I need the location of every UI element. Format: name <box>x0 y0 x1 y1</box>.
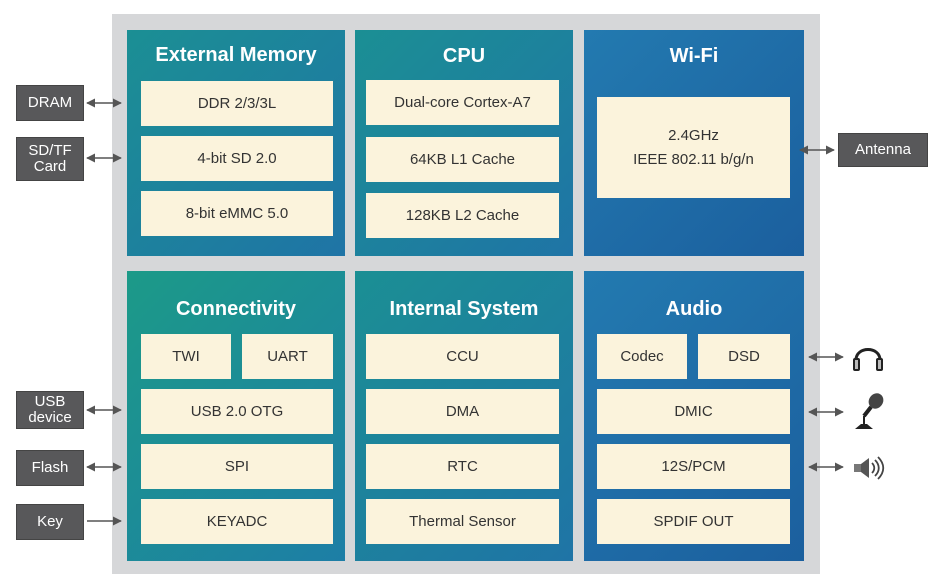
cell-wifi: 2.4GHz IEEE 802.11 b/g/n <box>597 97 790 198</box>
cell-ddr: DDR 2/3/3L <box>141 81 333 126</box>
headphones-icon <box>853 348 883 371</box>
block-connectivity: Connectivity TWI UART USB 2.0 OTG SPI KE… <box>127 271 345 561</box>
block-title: Internal System <box>389 298 539 320</box>
microphone-icon <box>855 393 884 429</box>
cell-sd: 4-bit SD 2.0 <box>141 136 333 181</box>
block-cpu: CPU Dual-core Cortex-A7 64KB L1 Cache 12… <box>355 30 573 256</box>
cell-dmic: DMIC <box>597 389 790 434</box>
block-wifi: Wi-Fi 2.4GHz IEEE 802.11 b/g/n <box>584 30 804 256</box>
block-title: External Memory <box>155 44 317 66</box>
ext-dram: DRAM <box>16 85 84 121</box>
cell-l1: 64KB L1 Cache <box>366 137 559 182</box>
block-audio: Audio Codec DSD DMIC 12S/PCM SPDIF OUT <box>584 271 804 561</box>
cell-dsd: DSD <box>698 334 790 379</box>
cell-dma: DMA <box>366 389 559 434</box>
ext-sdtf-line1: SD/TF <box>28 142 72 159</box>
cell-thermal: Thermal Sensor <box>366 499 559 544</box>
cell-cortex: Dual-core Cortex-A7 <box>366 80 559 125</box>
cell-ccu: CCU <box>366 334 559 379</box>
cell-l2: 128KB L2 Cache <box>366 193 559 238</box>
ext-antenna: Antenna <box>838 133 928 167</box>
speaker-icon <box>854 456 885 480</box>
wifi-freq: 2.4GHz <box>668 126 719 144</box>
block-title: CPU <box>442 45 486 67</box>
cell-i2s-pcm: 12S/PCM <box>597 444 790 489</box>
ext-sdtf-line2: Card <box>33 158 67 175</box>
ext-usb-line1: USB <box>34 393 66 410</box>
ext-flash: Flash <box>16 450 84 486</box>
cell-twi: TWI <box>141 334 231 379</box>
block-title: Wi-Fi <box>669 45 719 67</box>
cell-usb-otg: USB 2.0 OTG <box>141 389 333 434</box>
cell-codec: Codec <box>597 334 687 379</box>
cell-rtc: RTC <box>366 444 559 489</box>
ext-usb-line2: device <box>28 409 72 426</box>
ext-sdtf-card: SD/TF Card <box>16 137 84 181</box>
block-external-memory: External Memory DDR 2/3/3L 4-bit SD 2.0 … <box>127 30 345 256</box>
block-title: Audio <box>665 298 723 320</box>
block-title: Connectivity <box>175 298 297 320</box>
cell-emmc: 8-bit eMMC 5.0 <box>141 191 333 236</box>
cell-keyadc: KEYADC <box>141 499 333 544</box>
wifi-standard: IEEE 802.11 b/g/n <box>633 150 754 168</box>
ext-key: Key <box>16 504 84 540</box>
block-internal-system: Internal System CCU DMA RTC Thermal Sens… <box>355 271 573 561</box>
cell-spi: SPI <box>141 444 333 489</box>
cell-uart: UART <box>242 334 333 379</box>
ext-usb-device: USB device <box>16 391 84 429</box>
cell-spdif: SPDIF OUT <box>597 499 790 544</box>
